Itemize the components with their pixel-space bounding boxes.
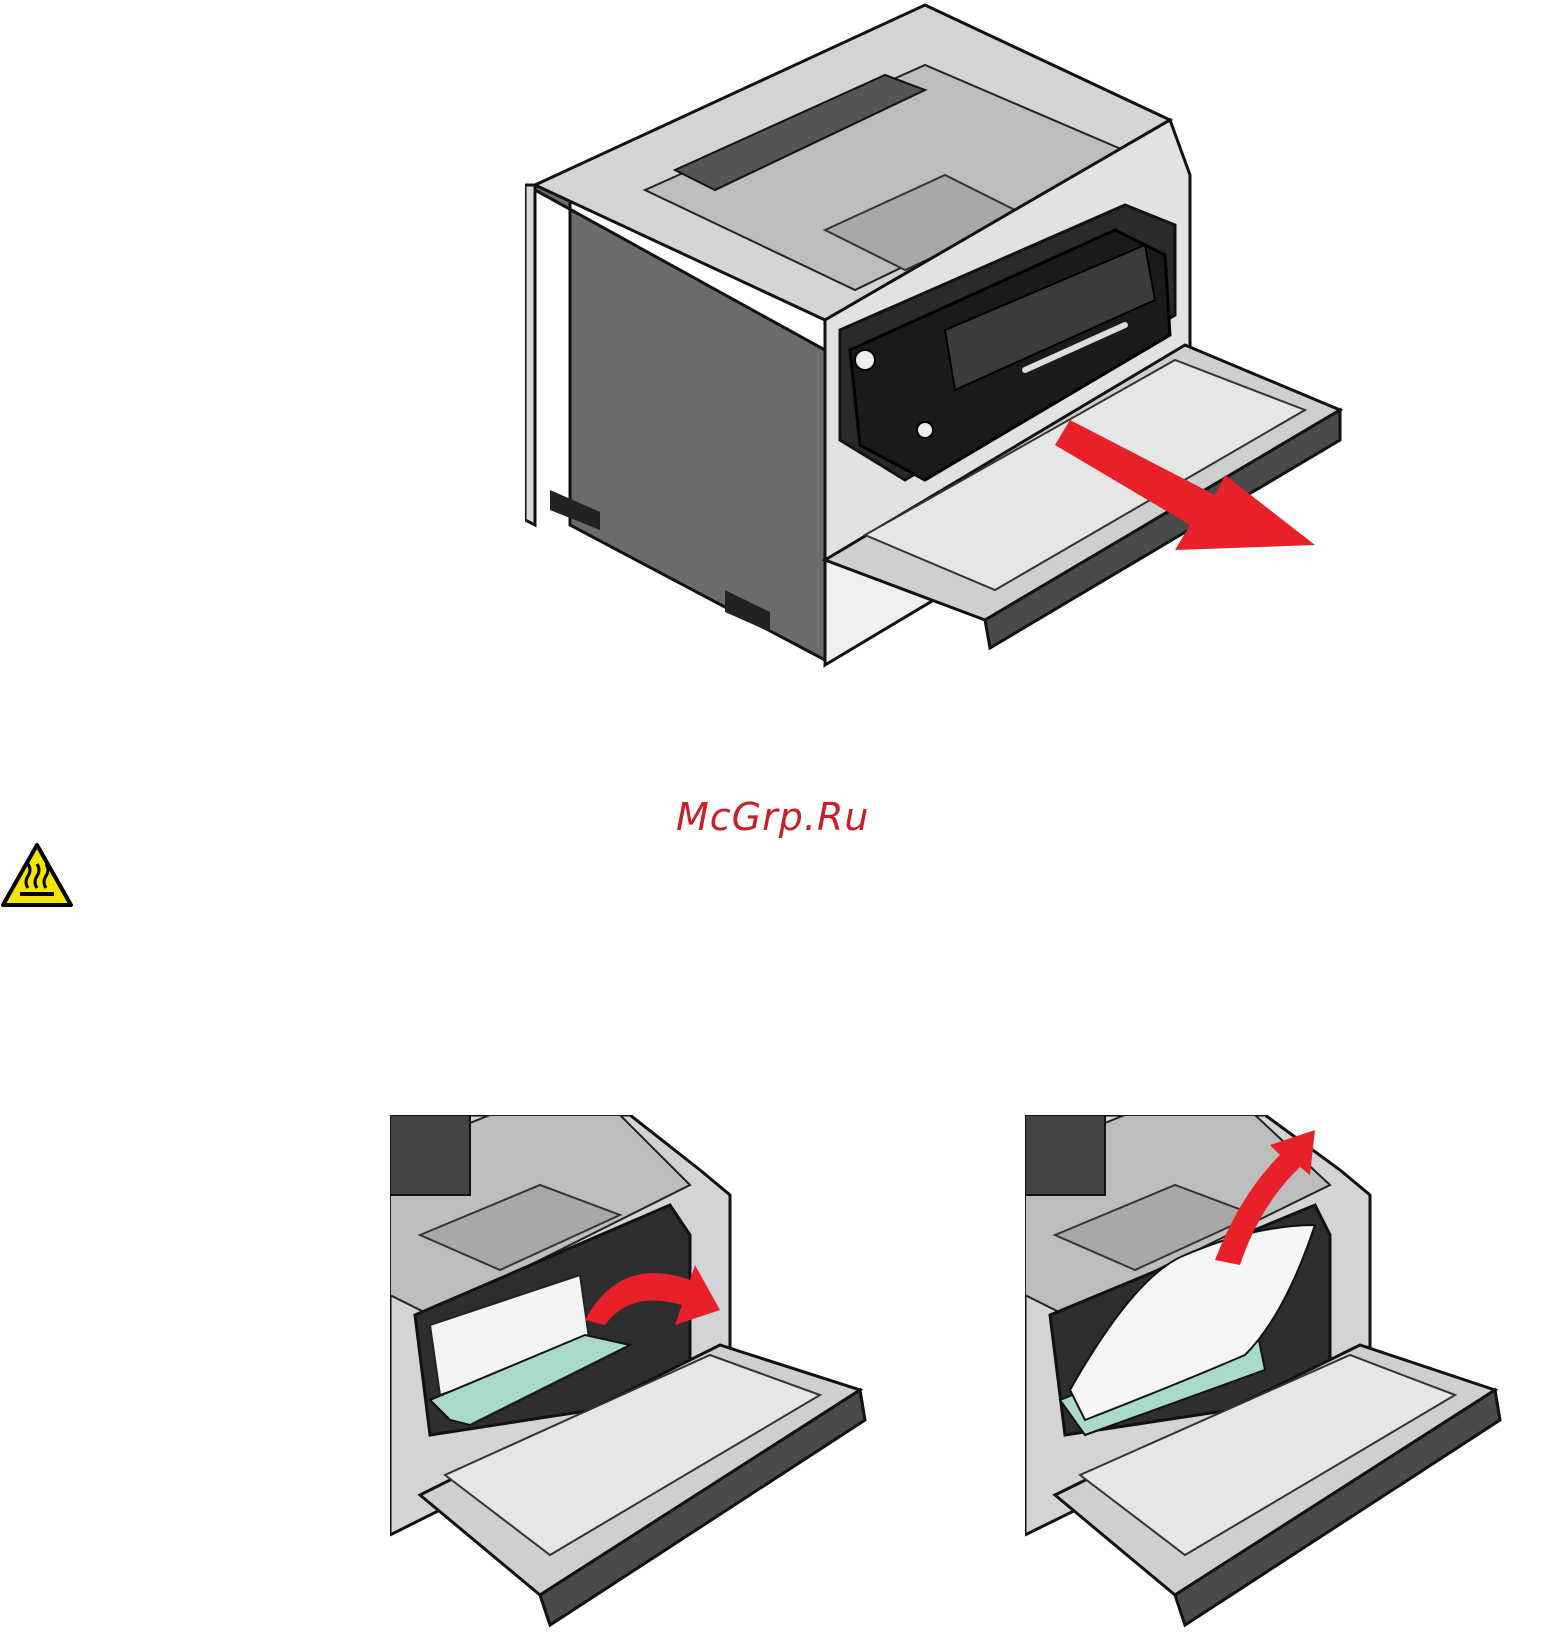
printer-remove-cartridge-illustration: [525, 0, 1405, 670]
printer-lift-guide-illustration: [390, 1115, 910, 1634]
hot-surface-warning-icon: [0, 842, 74, 908]
watermark-text: McGrp.Ru: [676, 795, 869, 839]
printer-pull-paper-illustration: [1025, 1115, 1541, 1634]
